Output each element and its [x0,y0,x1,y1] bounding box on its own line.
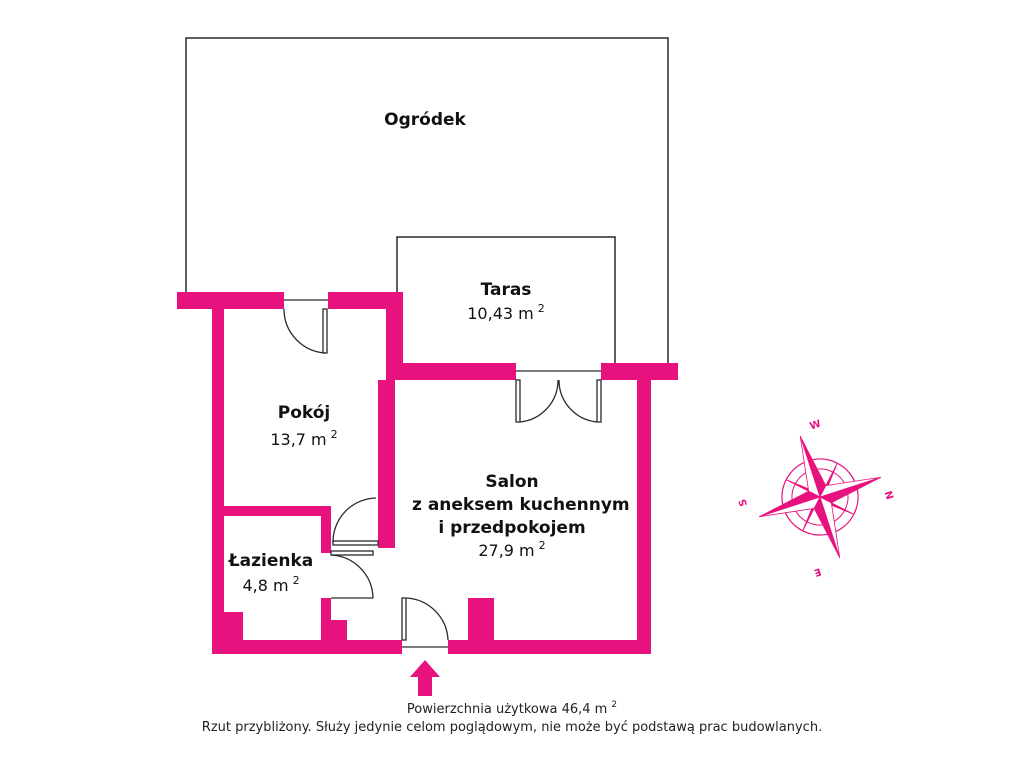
wall-room-living [386,292,403,380]
wall-room-living-lower [378,380,395,548]
garden-outline [185,37,669,364]
door-terrace [515,370,602,423]
room-area-value: 13,7 m [270,430,327,449]
wall-block-hall [331,620,347,642]
door-room-living [332,497,379,546]
wall-block-living [468,598,494,642]
wall-living-top-left [386,363,516,380]
bathroom-label: Łazienka [228,551,314,571]
garden-label: Ogródek [384,110,466,130]
wall-room-top-left [177,292,284,309]
room-area-exp: 2 [330,428,338,441]
door-bathroom [330,550,374,599]
wall-room-top-right [328,292,403,309]
terrace-outline [396,236,616,364]
wall-bottom-right [448,640,651,654]
terrace-area-value: 10,43 m [467,304,534,323]
living-area-value: 27,9 m [478,541,535,560]
doors [283,299,602,648]
wall-bathroom-right-lower [321,598,331,644]
bathroom-area-exp: 2 [292,574,300,587]
living-label-line3: i przedpokojem [438,518,586,538]
usable-area-value: Powierzchnia użytkowa 46,4 m [406,702,608,717]
wall-bottom-left [212,640,402,654]
entrance-arrow-icon [410,660,440,696]
wall-bathroom-right [321,506,331,553]
bathroom-area-value: 4,8 m [242,576,289,595]
door-entrance [401,597,449,648]
living-label-line1: Salon [485,472,539,492]
wall-room-bathroom [212,506,329,516]
room-label: Pokój [277,403,331,423]
wall-block-bathroom-corner [224,612,243,642]
living-area-exp: 2 [538,539,546,552]
usable-area-exp: 2 [611,700,618,710]
door-room-top [283,299,328,354]
wall-left [212,292,224,654]
terrace-area-exp: 2 [537,302,545,315]
walls [177,292,678,654]
wall-right [637,363,651,654]
terrace-label: Taras [480,280,532,300]
living-label-line2: z aneksem kuchennym [412,495,630,515]
disclaimer-text: Rzut przybliżony. Służy jedynie celom po… [201,720,823,735]
compass-rose-icon [758,435,882,559]
